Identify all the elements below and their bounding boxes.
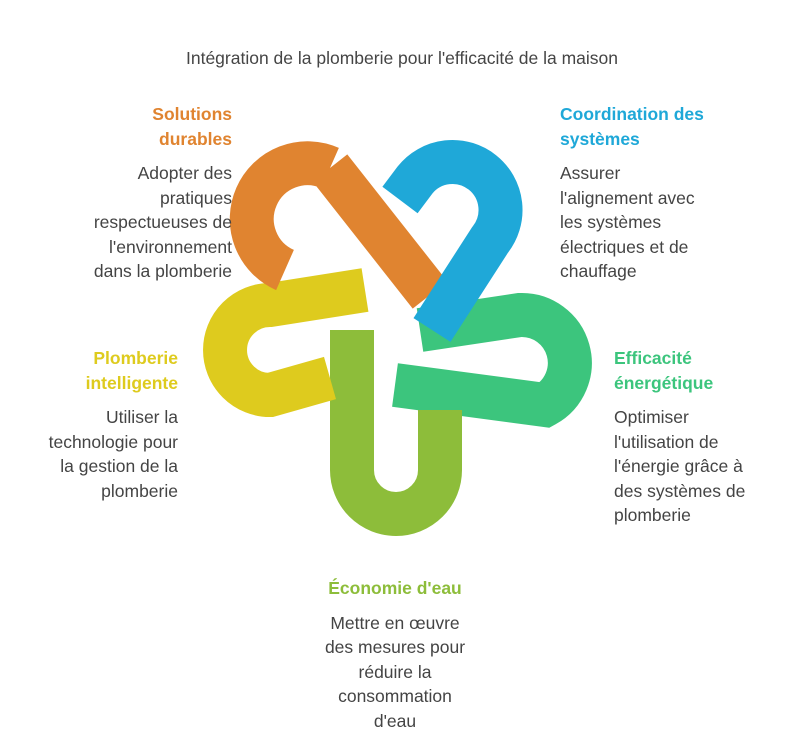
diagram-title: Intégration de la plomberie pour l'effic…: [185, 48, 619, 68]
item-efficacite-energetique: Efficacité énergétique Optimiser l'utili…: [614, 346, 784, 528]
loop-economie: [330, 330, 462, 536]
heading-efficacite: Efficacité énergétique: [614, 348, 714, 393]
desc-efficacite: Optimiser l'utilisation de l'énergie grâ…: [614, 407, 746, 525]
loop-coordination: [382, 140, 523, 342]
heading-solutions: Solutions durables: [152, 104, 232, 149]
item-economie-eau: Économie d'eau Mettre en œuvre des mesur…: [290, 576, 500, 733]
desc-plomberie: Utiliser la technologie pour la gestion …: [48, 407, 178, 501]
loop-plomberie: [203, 268, 369, 418]
heading-plomberie: Plomberie intelligente: [85, 348, 178, 393]
loop-solutions: [229, 141, 448, 309]
heading-coordination: Coordination des systèmes: [560, 104, 704, 149]
item-coordination-systemes: Coordination des systèmes Assurer l'alig…: [560, 102, 760, 284]
loop-efficacite: [392, 293, 592, 428]
item-plomberie-intelligente: Plomberie intelligente Utiliser la techn…: [8, 346, 178, 503]
desc-coordination: Assurer l'alignement avec les systèmes é…: [560, 163, 695, 281]
desc-economie: Mettre en œuvre des mesures pour réduire…: [324, 612, 466, 731]
desc-solutions: Adopter des pratiques respectueuses de l…: [93, 163, 232, 281]
heading-economie: Économie d'eau: [328, 578, 462, 598]
item-solutions-durables: Solutions durables Adopter des pratiques…: [42, 102, 232, 284]
